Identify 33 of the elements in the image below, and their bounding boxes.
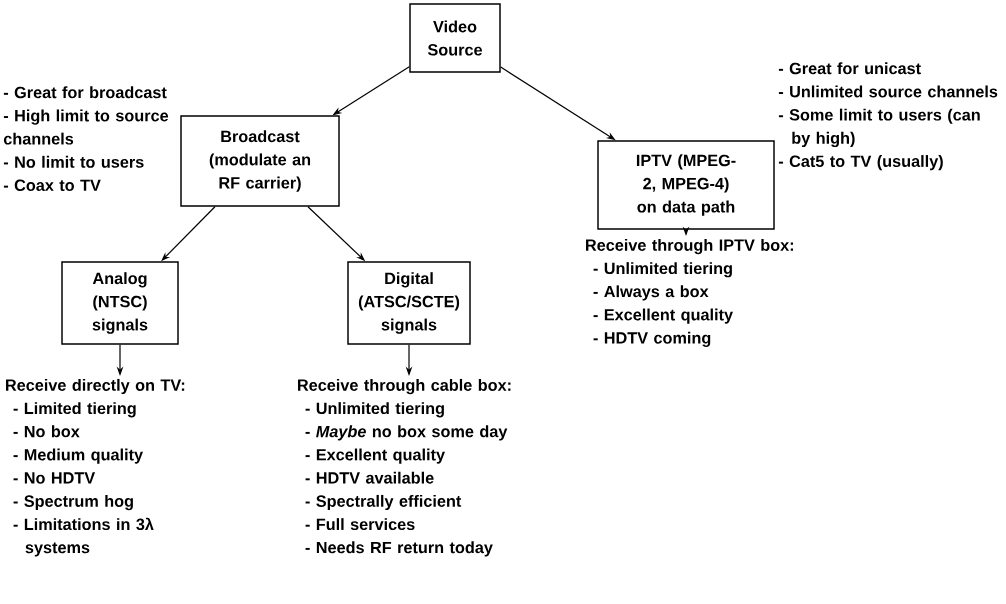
bullet-text: - Limitations in 3λ systems [13,517,154,557]
bullet-text: - No box [13,425,80,438]
note-text: - Coax to TV [3,179,101,191]
bullet-text: - Excellent quality [305,448,445,464]
bullet-text: - Needs RF return today [305,541,493,557]
bullet-text: - Always a box [593,285,709,301]
process-box: Analog (NTSC) signals [61,261,179,345]
bullet-text: - Spectrally efficient [305,494,462,511]
process-box: Video Source [409,3,501,73]
note-text: - Unlimited source channels [778,85,998,98]
bullet-text: - Unlimited tiering [593,262,732,278]
list-heading: Receive through cable box: [298,378,511,395]
note-text: - Great for broadcast [3,86,167,99]
list-heading: Receive directly on TV: [6,378,185,395]
bullet-text: - Unlimited tiering [305,402,444,418]
note-text: - Great for unicast [778,62,921,75]
note-text: - No limit to users [3,155,144,168]
process-box: Digital (ATSC/SCTE) signals [347,261,471,345]
note-text: - Some limit to users (can by high) [778,108,980,148]
note-text: - High limit to source channels [3,109,169,145]
note-text: - Cat5 to TV (usually) [778,155,943,171]
bullet-text: - Spectrum hog [13,494,133,511]
bullet-text: - Medium quality [13,448,143,464]
process-box: IPTV (MPEG-2, MPEG-4) on data path [597,140,775,230]
bullet-text: - Full services [305,518,415,531]
bullet-text: - No HDTV [13,472,96,484]
bullet-text: - HDTV available [305,471,434,484]
bullet-text: - HDTV coming [593,331,711,347]
bullet-text: - Maybe no box some day [305,425,508,441]
process-box: Broadcast (modulate an RF carrier) [180,115,340,207]
list-heading: Receive through IPTV box: [586,238,794,255]
bullet-text: - Limited tiering [13,402,136,418]
bullet-text: - Excellent quality [593,308,733,324]
